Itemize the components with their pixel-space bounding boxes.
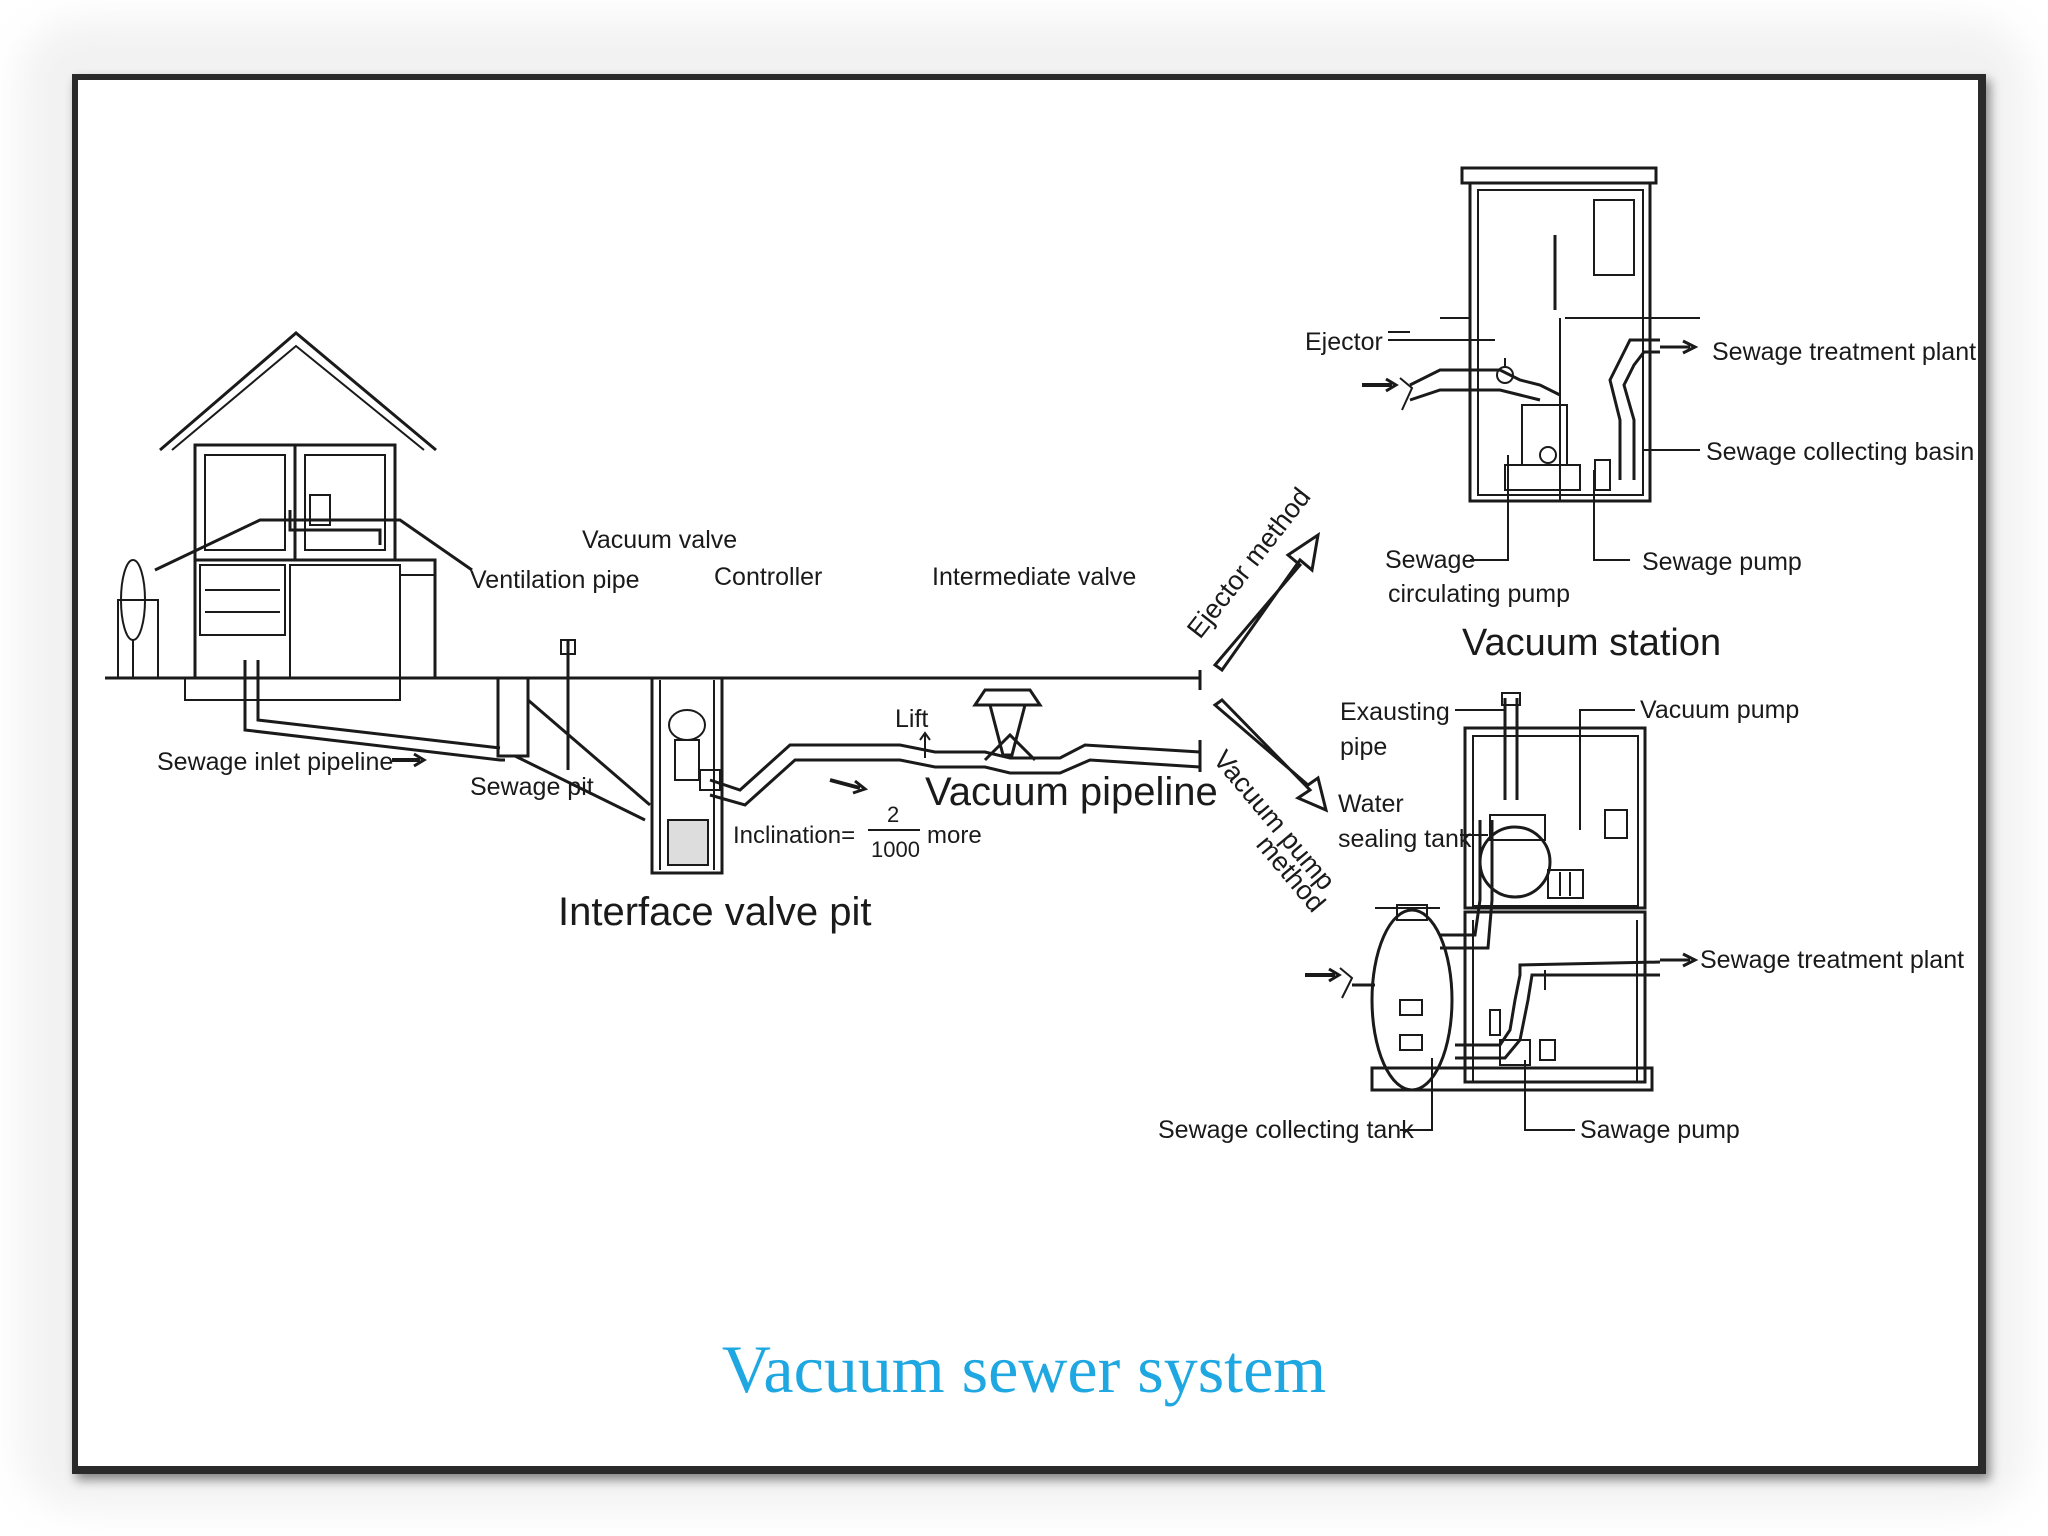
label-water-sealing-tank-2: sealing tank (1338, 825, 1472, 853)
label-lift: Lift (895, 705, 928, 733)
label-sewage-collecting-tank: Sewage collecting tank (1158, 1116, 1414, 1144)
label-intermediate-valve: Intermediate valve (932, 563, 1136, 591)
label-water-sealing-tank-1: Water (1338, 790, 1404, 818)
inlet-arrow (392, 752, 427, 768)
label-sewage-pit: Sewage pit (470, 773, 594, 801)
label-interface-valve-pit: Interface valve pit (558, 890, 872, 934)
label-ventilation-pipe: Ventilation pipe (470, 566, 640, 594)
label-vacuum-pump: Vacuum pump (1640, 696, 1799, 724)
vacuum-pipeline (709, 670, 1202, 831)
label-inclination-more: more (927, 822, 982, 849)
label-sewage-collecting-basin: Sewage collecting basin (1706, 438, 1974, 466)
label-inclination: Inclination= (733, 822, 855, 849)
label-ejector: Ejector (1305, 328, 1383, 356)
label-sewage-treatment-plant-top: Sewage treatment plant (1712, 338, 1976, 366)
label-exhausting-pipe-2: pipe (1340, 733, 1387, 761)
label-inclination-denominator: 1000 (871, 837, 920, 862)
label-sewage-circulating-pump-2: circulating pump (1388, 580, 1570, 608)
label-sewage-inlet-pipeline: Sewage inlet pipeline (157, 748, 393, 776)
ejector-station (1362, 166, 1700, 561)
sewage-pit (496, 639, 651, 822)
vacuum-pump-station (1305, 692, 1699, 1131)
label-vacuum-station: Vacuum station (1462, 622, 1721, 664)
label-sewage-pump-top: Sewage pump (1642, 548, 1802, 576)
label-controller: Controller (714, 563, 822, 591)
label-vacuum-valve: Vacuum valve (582, 526, 737, 554)
label-sewage-circulating-pump-1: Sewage (1385, 546, 1475, 574)
house (105, 331, 1200, 762)
label-vacuum-pipeline: Vacuum pipeline (925, 770, 1218, 814)
interface-valve-pit (650, 676, 724, 875)
slide-caption: Vacuum sewer system (721, 1331, 1327, 1407)
label-sawage-pump: Sawage pump (1580, 1116, 1740, 1144)
vacuum-pump-method-arrow (1212, 698, 1329, 813)
label-inclination-numerator: 2 (887, 802, 899, 827)
ejector-method-arrow (1212, 531, 1321, 673)
label-exhausting-pipe-1: Exausting (1340, 698, 1450, 726)
label-sewage-treatment-plant-bottom: Sewage treatment plant (1700, 946, 1964, 974)
